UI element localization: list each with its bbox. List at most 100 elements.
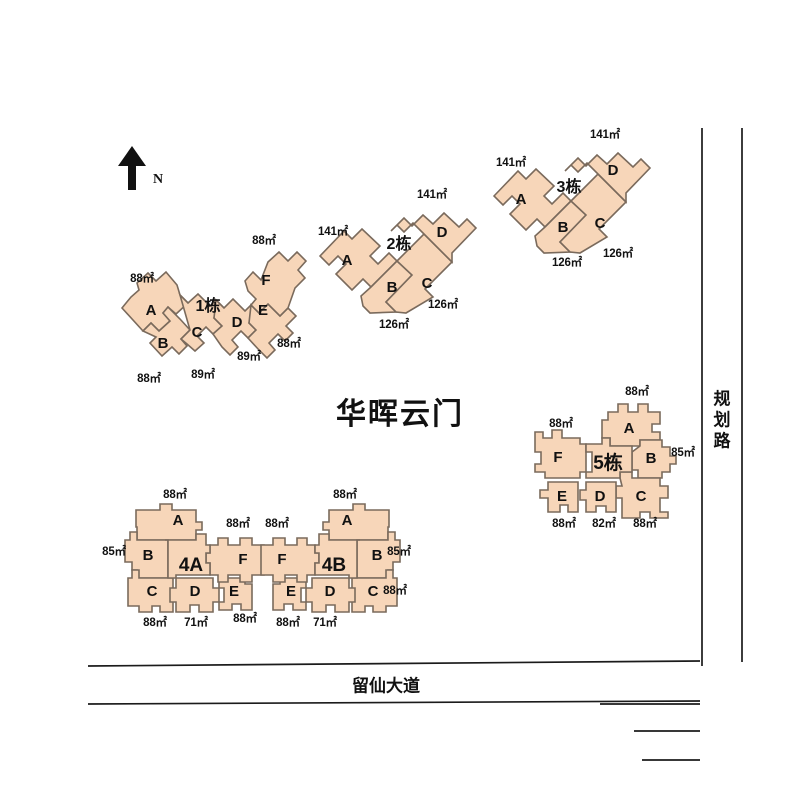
unit-letter-1e: E xyxy=(258,302,268,319)
unit-shape-1f[interactable] xyxy=(244,250,308,318)
unit-letter-5c: C xyxy=(636,488,647,505)
unit-shape-4a-e[interactable] xyxy=(218,577,253,611)
unit-shape-4b-c[interactable] xyxy=(351,569,398,613)
unit-shape-5-core[interactable] xyxy=(585,437,633,479)
area-label-4b-f: 88㎡ xyxy=(265,516,289,530)
area-label-4b-d: 71㎡ xyxy=(313,615,337,629)
unit-letter-4b-c: C xyxy=(368,583,379,600)
building-2[interactable]: A B C D 2栋 141㎡ 126㎡ 126㎡ 141㎡ xyxy=(318,187,478,331)
area-label-1d: 89㎡ xyxy=(237,349,261,363)
building-label-3: 3栋 xyxy=(557,177,582,196)
road-label-liuxian: 留仙大道 xyxy=(352,675,420,695)
unit-letter-4b-a: A xyxy=(342,512,353,529)
unit-letter-3b: B xyxy=(558,219,569,236)
unit-letter-4b-b: B xyxy=(372,547,383,564)
area-label-5e: 88㎡ xyxy=(552,516,576,530)
building-label-2: 2栋 xyxy=(387,234,412,253)
building-label-1: 1栋 xyxy=(196,296,221,315)
compass-label-n: N xyxy=(153,172,163,187)
area-label-1c: 89㎡ xyxy=(191,367,215,381)
area-label-4a-c: 88㎡ xyxy=(143,615,167,629)
area-label-5f: 88㎡ xyxy=(549,416,573,430)
road-horizontal-liuxian: 留仙大道 xyxy=(87,660,701,705)
area-label-4a-d: 71㎡ xyxy=(184,615,208,629)
area-label-4a-b: 85㎡ xyxy=(102,544,126,558)
unit-letter-4a-b: B xyxy=(143,547,154,564)
unit-letter-4a-c: C xyxy=(147,583,158,600)
unit-shape-4a-d[interactable] xyxy=(169,577,220,613)
building-1[interactable]: A B C D E F 1栋 88㎡ 88㎡ 89㎡ 89㎡ 88㎡ 88㎡ xyxy=(120,233,308,385)
road-label-planned-char-3: 路 xyxy=(714,430,732,450)
area-label-3c: 126㎡ xyxy=(603,246,634,260)
road-label-planned-char-2: 划 xyxy=(714,409,731,429)
unit-shape-4b-core[interactable] xyxy=(314,533,360,579)
area-label-2c: 126㎡ xyxy=(428,297,459,311)
building-4a[interactable]: A B C D E F 4A 88㎡ 85㎡ 88㎡ 71㎡ 88㎡ 88㎡ xyxy=(102,487,265,629)
unit-letter-2d: D xyxy=(437,224,448,241)
building-label-5: 5栋 xyxy=(593,451,623,474)
unit-letter-2c: C xyxy=(422,275,433,292)
extra-boundary-lines xyxy=(600,703,700,761)
unit-letter-5f: F xyxy=(553,449,562,466)
unit-letter-1f: F xyxy=(261,272,270,289)
unit-shape-1d[interactable] xyxy=(211,297,261,357)
building-label-4b: 4B xyxy=(322,555,346,576)
area-label-5d: 82㎡ xyxy=(592,516,616,530)
unit-shape-5c[interactable] xyxy=(615,471,669,519)
unit-letter-2a: A xyxy=(342,252,353,269)
unit-shape-4b-e[interactable] xyxy=(272,577,307,611)
area-label-2a: 141㎡ xyxy=(318,224,349,238)
north-arrow-icon: N xyxy=(118,146,163,190)
area-label-1b: 88㎡ xyxy=(137,371,161,385)
area-label-3a: 141㎡ xyxy=(496,155,527,169)
unit-letter-5a: A xyxy=(624,420,635,437)
unit-shape-4a-c[interactable] xyxy=(127,569,174,613)
unit-letter-4b-e: E xyxy=(286,583,296,600)
page-title: 华晖云门 xyxy=(336,398,464,431)
unit-letter-5b: B xyxy=(646,450,657,467)
area-label-4b-a: 88㎡ xyxy=(333,487,357,501)
unit-letter-4a-d: D xyxy=(190,583,201,600)
unit-letter-4a-e: E xyxy=(229,583,239,600)
road-edge-line xyxy=(87,660,701,667)
area-label-3b: 126㎡ xyxy=(552,255,583,269)
road-edge-line xyxy=(87,700,701,705)
unit-letter-2b: B xyxy=(387,279,398,296)
unit-shape-5d[interactable] xyxy=(579,481,617,513)
building-4b[interactable]: A B C D E F 4B 88㎡ 85㎡ 88㎡ 71㎡ 88㎡ 88㎡ xyxy=(260,487,412,629)
unit-shape-5e[interactable] xyxy=(539,481,579,513)
area-label-4b-e: 88㎡ xyxy=(276,615,300,629)
unit-shape-3d[interactable] xyxy=(564,151,652,204)
area-label-5a: 88㎡ xyxy=(625,384,649,398)
building-label-4a: 4A xyxy=(179,555,204,576)
road-vertical-planned: 规 划 路 xyxy=(701,128,743,666)
area-label-1e: 88㎡ xyxy=(277,336,301,350)
area-label-3d: 141㎡ xyxy=(590,127,621,141)
unit-letter-1d: D xyxy=(232,314,243,331)
unit-letter-1b: B xyxy=(158,335,169,352)
building-5[interactable]: A B C D E F 5栋 88㎡ 85㎡ 88㎡ 82㎡ 88㎡ 88㎡ xyxy=(534,384,696,530)
area-label-2d: 141㎡ xyxy=(417,187,448,201)
unit-shape-5b[interactable] xyxy=(631,439,677,479)
area-label-4b-b: 85㎡ xyxy=(387,544,411,558)
unit-letter-4b-f: F xyxy=(277,551,286,568)
unit-shape-4a-core[interactable] xyxy=(165,533,211,579)
unit-letter-4b-d: D xyxy=(325,583,336,600)
unit-shape-2d[interactable] xyxy=(390,211,478,264)
unit-shape-4a-a[interactable] xyxy=(135,503,203,541)
area-label-1a: 88㎡ xyxy=(130,271,154,285)
unit-shape-4b-d[interactable] xyxy=(305,577,356,613)
unit-letter-1c: C xyxy=(192,324,203,341)
area-label-4a-e: 88㎡ xyxy=(233,611,257,625)
unit-shape-4a-f[interactable] xyxy=(205,537,265,583)
area-label-5b: 85㎡ xyxy=(671,445,695,459)
unit-shape-4b-f[interactable] xyxy=(260,537,320,583)
unit-letter-1a: A xyxy=(146,302,157,319)
area-label-4a-f: 88㎡ xyxy=(226,516,250,530)
building-3[interactable]: A B C D 3栋 141㎡ 126㎡ 126㎡ 141㎡ xyxy=(492,127,652,269)
unit-shape-4b-a[interactable] xyxy=(322,503,390,541)
unit-shape-5f[interactable] xyxy=(534,429,587,479)
area-label-2b: 126㎡ xyxy=(379,317,410,331)
